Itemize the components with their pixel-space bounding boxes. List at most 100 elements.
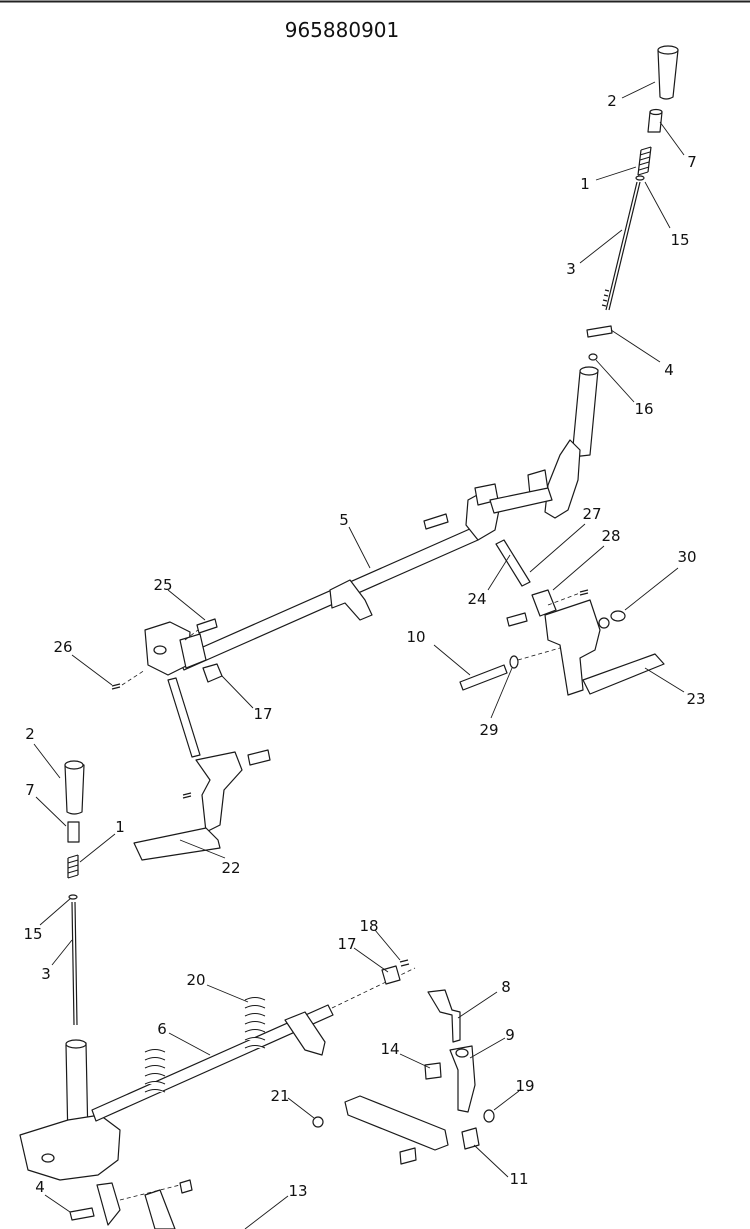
lever-tube-top xyxy=(579,366,599,376)
callout-5: 5 xyxy=(339,511,349,529)
upper-lever-assembly xyxy=(527,45,679,519)
callout-22: 22 xyxy=(221,859,240,877)
lower-bracket-hole xyxy=(41,1153,55,1163)
callout-23: 23 xyxy=(686,690,705,708)
callout-15-upper: 15 xyxy=(670,231,689,249)
callout-21: 21 xyxy=(270,1087,289,1105)
callout-15-lower: 15 xyxy=(23,925,42,943)
lever-bracket xyxy=(544,439,581,519)
nut-upper xyxy=(588,353,598,361)
callout-3-lower: 3 xyxy=(41,965,51,983)
spring-lower xyxy=(67,854,79,879)
callout-2-lower: 2 xyxy=(25,725,35,743)
spring-upper xyxy=(637,146,652,176)
pin-upper xyxy=(586,325,613,338)
callout-29: 29 xyxy=(479,721,498,739)
lever-tube xyxy=(571,369,599,458)
callout-19: 19 xyxy=(515,1077,534,1095)
nut-17-lower xyxy=(381,965,401,985)
nut-17-upper xyxy=(202,663,223,683)
callout-26: 26 xyxy=(53,638,72,656)
washer-upper xyxy=(635,175,645,181)
callout-3-upper: 3 xyxy=(566,260,576,278)
callout-1-lower: 1 xyxy=(115,818,125,836)
rod-upper xyxy=(605,181,641,311)
callout-11: 11 xyxy=(509,1170,528,1188)
callout-7-lower: 7 xyxy=(25,781,35,799)
callout-4-lower: 4 xyxy=(35,1178,45,1196)
small-bolt xyxy=(179,1179,193,1194)
dash-26 xyxy=(121,669,146,686)
callout-4-upper: 4 xyxy=(664,361,674,379)
cotter-right xyxy=(579,589,589,596)
pedal-left xyxy=(133,749,271,861)
pedal-right xyxy=(544,599,665,696)
shaft-upper xyxy=(144,483,553,676)
link-bar xyxy=(344,1095,449,1151)
arm-9 xyxy=(449,1045,476,1113)
hub-bolt xyxy=(423,513,449,530)
dash-25 xyxy=(184,629,199,641)
callout-16: 16 xyxy=(634,400,653,418)
callout-1-upper: 1 xyxy=(580,175,590,193)
bushing-lower xyxy=(67,821,80,843)
callout-17-lower: 17 xyxy=(337,935,356,953)
diagram-title: 965880901 xyxy=(285,18,400,42)
dash-right xyxy=(547,592,581,606)
callout-2-upper: 2 xyxy=(607,92,617,110)
link-bar-bolt xyxy=(399,1147,417,1165)
callout-28: 28 xyxy=(601,527,620,545)
callout-numbers: 2 7 1 15 3 4 16 5 27 28 24 30 25 26 10 1… xyxy=(23,92,705,1200)
bracket-13 xyxy=(144,1189,176,1229)
clevis-28 xyxy=(531,589,557,617)
knob-upper-top xyxy=(657,45,679,55)
nut-19 xyxy=(483,1109,495,1123)
callout-17-upper: 17 xyxy=(253,705,272,723)
rod-8 xyxy=(427,989,461,1043)
bolt-25 xyxy=(196,618,218,634)
leader-lines xyxy=(33,81,685,1229)
dash-bottom xyxy=(119,1184,181,1201)
ball-joint-11 xyxy=(461,1127,480,1150)
callout-9: 9 xyxy=(505,1026,515,1044)
callout-20: 20 xyxy=(186,971,205,989)
callout-6: 6 xyxy=(157,1020,167,1038)
knob-lower xyxy=(64,761,85,815)
callout-8: 8 xyxy=(501,978,511,996)
bushing-upper-top xyxy=(649,108,663,116)
hub-collar xyxy=(179,633,207,669)
callout-10: 10 xyxy=(406,628,425,646)
bolt-right xyxy=(506,612,528,627)
rod-lower xyxy=(71,901,78,1026)
cotter-26 xyxy=(111,683,121,690)
knob-lower-top xyxy=(64,760,84,770)
dash-6 xyxy=(331,967,416,1009)
callout-18: 18 xyxy=(359,917,378,935)
hub-arm xyxy=(489,487,553,514)
knob-upper xyxy=(657,46,679,100)
bolt-14 xyxy=(424,1062,442,1080)
callout-30: 30 xyxy=(677,548,696,566)
shaft-5 xyxy=(177,527,479,671)
arm-9-hole xyxy=(455,1048,469,1058)
washer-29 xyxy=(509,655,519,669)
shaft-6-plate xyxy=(284,1011,326,1056)
shaft-mid-bracket xyxy=(329,579,373,621)
springs-20 xyxy=(144,997,266,1093)
callout-13: 13 xyxy=(288,1182,307,1200)
washer-30 xyxy=(610,610,626,622)
link-rod-left xyxy=(167,677,201,758)
lower-bracket xyxy=(19,1114,121,1181)
lower-yoke xyxy=(96,1182,121,1226)
lower-tube-top xyxy=(65,1039,87,1049)
clip-18 xyxy=(399,959,410,967)
dash-29 xyxy=(517,647,561,661)
pin-lower xyxy=(69,1207,95,1221)
callout-14: 14 xyxy=(380,1040,399,1058)
pin-10 xyxy=(459,664,508,691)
washer-30b xyxy=(598,617,610,629)
callout-7-upper: 7 xyxy=(687,153,697,171)
callout-27: 27 xyxy=(582,505,601,523)
hub-hole xyxy=(153,645,167,655)
